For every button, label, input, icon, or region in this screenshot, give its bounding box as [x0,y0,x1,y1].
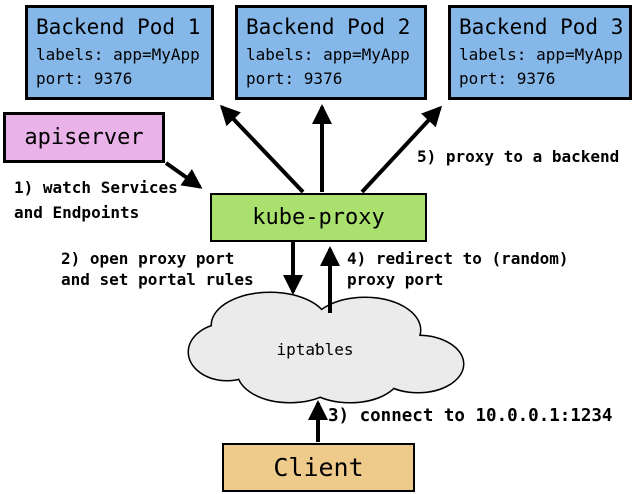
annotation-step3-connect: 3) connect to 10.0.0.1:1234 [328,406,612,427]
arrows [164,104,443,442]
annotation-line: 5) proxy to a backend [417,147,620,166]
backend-pod-2: Backend Pod 2 labels: app=MyApp port: 93… [235,5,427,100]
backend-pod-1: Backend Pod 1 labels: app=MyApp port: 93… [25,5,214,100]
annotation-line: 3) connect to 10.0.0.1:1234 [328,406,613,426]
arrow-kubeproxy-to-pod1 [219,104,305,194]
backend-pod-3: Backend Pod 3 labels: app=MyApp port: 93… [448,5,632,100]
annotation-line: 4) redirect to (random) [347,249,569,268]
pod-port: port: 9376 [36,69,133,88]
annotation-step1-watch-services: 1) watch Services and Endpoints [14,175,178,225]
apiserver-node: apiserver [3,112,165,163]
arrow-apiserver-to-kubeproxy [164,161,203,189]
pod-labels: labels: app=MyApp [246,45,410,64]
annotation-step4-redirect: 4) redirect to (random) proxy port [347,248,569,290]
kube-proxy-label: kube-proxy [252,205,385,230]
annotation-line: 1) watch Services [14,178,178,197]
client-node: Client [222,443,415,492]
annotation-line: 2) open proxy port [61,249,235,268]
pod-title: Backend Pod 2 [246,15,411,39]
pod-labels: labels: app=MyApp [459,45,623,64]
pod-title: Backend Pod 1 [36,15,201,39]
client-label: Client [273,453,364,482]
annotation-line: proxy port [347,270,444,289]
arrow-kubeproxy-to-pod3 [360,105,443,194]
annotation-line: and Endpoints [14,203,140,222]
pod-labels: labels: app=MyApp [36,45,200,64]
kube-proxy-node: kube-proxy [210,193,427,242]
pod-port: port: 9376 [459,69,556,88]
annotation-step5-proxy-to-backend: 5) proxy to a backend [417,146,619,167]
pod-port: port: 9376 [246,69,343,88]
iptables-label: iptables [276,340,354,359]
pod-title: Backend Pod 3 [459,15,624,39]
annotation-line: and set portal rules [61,270,254,289]
apiserver-label: apiserver [24,125,144,150]
annotation-step2-open-proxy-port: 2) open proxy port and set portal rules [61,248,254,290]
